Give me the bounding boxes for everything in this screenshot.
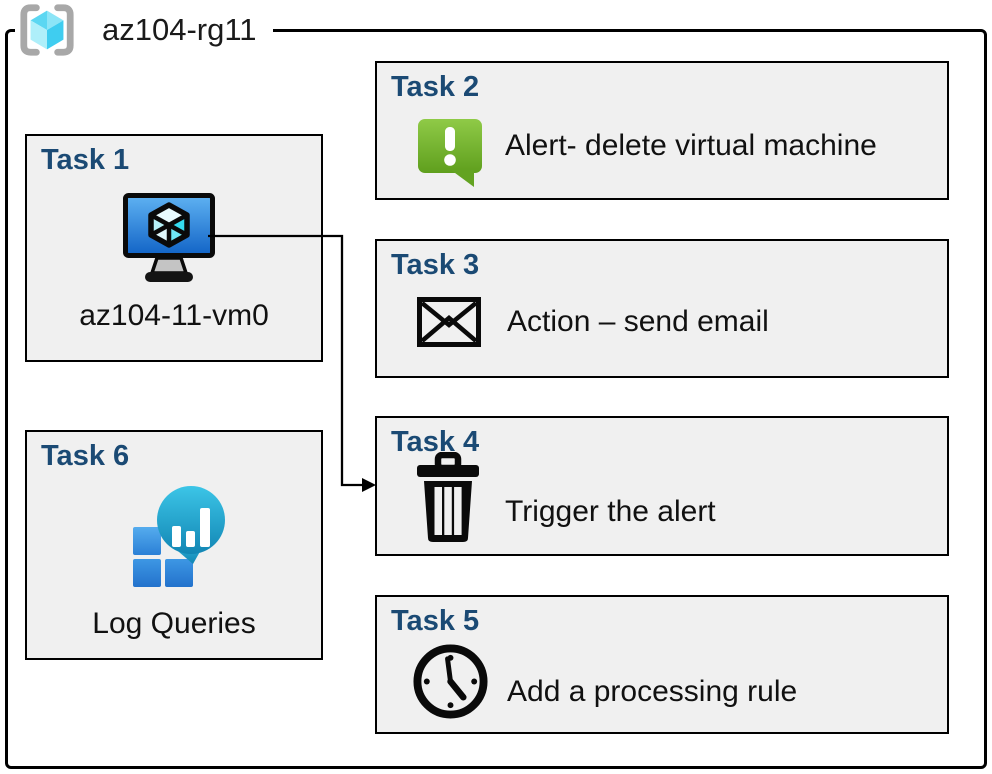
task-5-label: Add a processing rule (507, 675, 798, 708)
task-2-label: Alert- delete virtual machine (505, 129, 877, 162)
email-envelope-icon (417, 297, 481, 347)
alert-speech-bubble-icon (418, 119, 482, 187)
resource-group-header: az104-rg11 (15, 1, 273, 59)
task-3-box: Task 3 Action – send email (375, 239, 949, 378)
task-5-title: Task 5 (391, 605, 480, 637)
task-6-label: Log Queries (92, 607, 256, 640)
task-1-title: Task 1 (41, 144, 130, 176)
task-4-label: Trigger the alert (505, 495, 716, 528)
resource-group-name: az104-rg11 (102, 12, 257, 47)
log-analytics-icon (133, 486, 225, 587)
task-5-box: Task 5 Add a processing rule (375, 595, 949, 734)
task-4-title: Task 4 (391, 426, 480, 458)
virtual-machine-icon (123, 193, 215, 282)
task-2-box: Task 2 Alert- delete virtual machine (375, 61, 949, 200)
task-1-box: Task 1 az104-11-vm0 (25, 134, 323, 362)
task-3-title: Task 3 (391, 249, 480, 281)
resource-group-icon (20, 4, 74, 56)
task-3-label: Action – send email (507, 305, 769, 338)
resource-group-boundary (5, 29, 987, 769)
trash-can-icon (417, 452, 479, 542)
task-6-box: Task 6 Log Queries (25, 430, 323, 660)
task-2-title: Task 2 (391, 71, 480, 103)
task-1-label: az104-11-vm0 (79, 299, 269, 332)
task-4-box: Task 4 Trigger the alert (375, 416, 949, 556)
clock-icon (413, 644, 488, 719)
task-6-title: Task 6 (41, 440, 130, 472)
